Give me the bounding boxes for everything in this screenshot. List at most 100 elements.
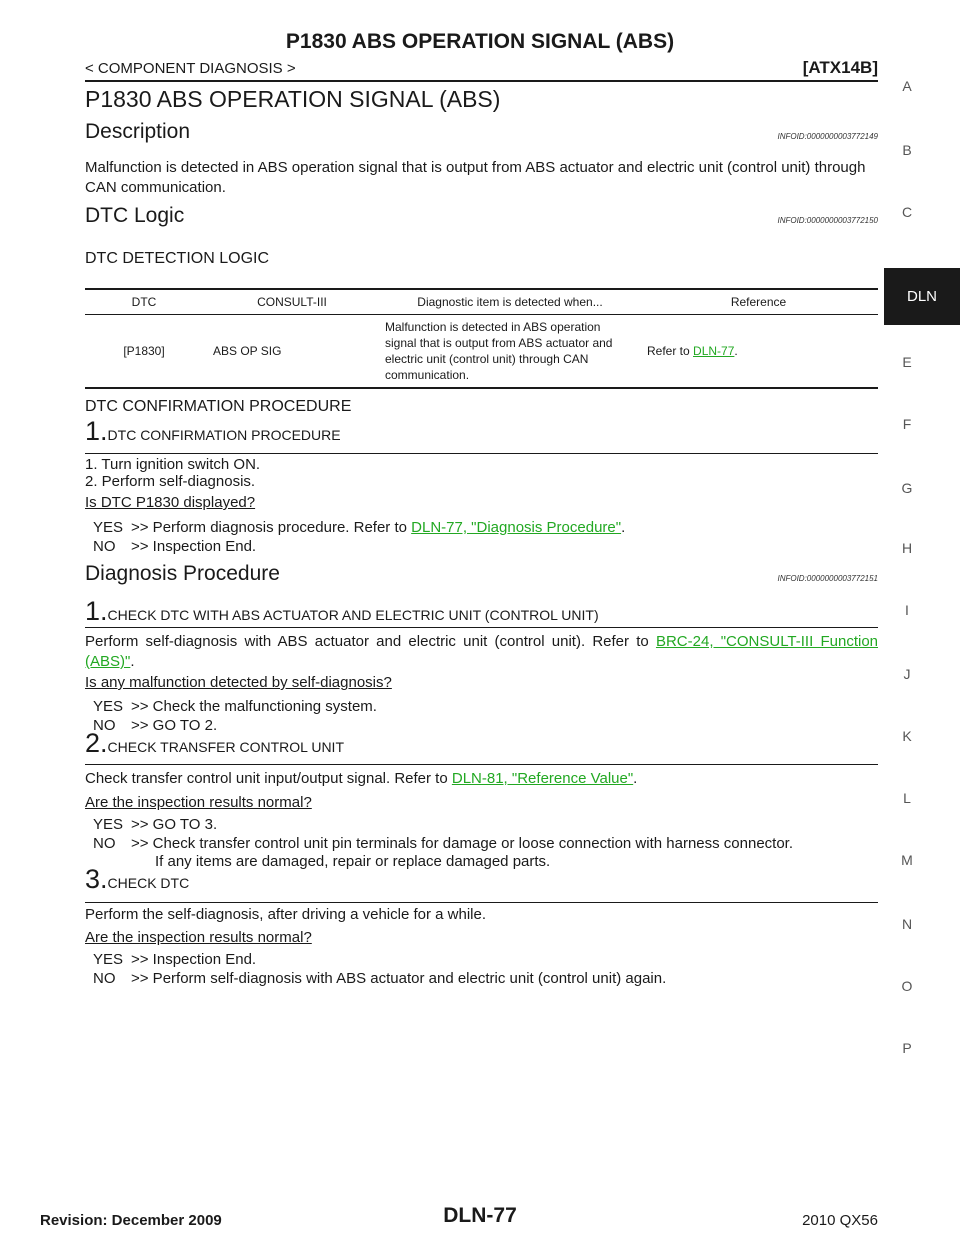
revision-date: Revision: December 2009 [40, 1212, 222, 1229]
section-tab-l[interactable]: L [903, 790, 911, 806]
yes-text: >> GO TO 3. [131, 816, 218, 833]
description-heading-row: Description INFOID:0000000003772149 [85, 120, 878, 144]
reference-prefix: Refer to [647, 344, 694, 358]
dtc-table-header: DTC [85, 288, 203, 315]
section-tab-n[interactable]: N [901, 916, 913, 932]
diagnosis-step-1-no: NO >> GO TO 2. [93, 716, 217, 735]
description-heading: Description [85, 120, 191, 143]
reference-value-link[interactable]: DLN-81, "Reference Value" [451, 770, 634, 787]
section-tab-a[interactable]: A [902, 78, 912, 94]
description-infoid: INFOID:0000000003772149 [777, 132, 878, 141]
consult-function-link[interactable]: BRC-24, "CONSULT-III Function (ABS)" [85, 633, 879, 670]
dtc-detection-heading: DTC DETECTION LOGIC [85, 250, 270, 267]
yes-text: >> Inspection End. [131, 951, 257, 968]
reference-suffix: . [734, 344, 738, 358]
confirmation-step-1-heading: 1.DTC CONFIRMATION PROCEDURE [85, 416, 341, 447]
step-rule [85, 902, 878, 903]
step-1-suffix: . [130, 653, 135, 670]
dtc-table-header: Diagnostic item is detected when... [381, 288, 639, 315]
section-tab-f[interactable]: F [902, 416, 912, 432]
step-title: CHECK TRANSFER CONTROL UNIT [107, 739, 344, 755]
diagnosis-step-3-question: Are the inspection results normal? [85, 929, 312, 946]
no-key: NO [93, 835, 116, 852]
dtc-table-header: CONSULT-III [203, 288, 381, 315]
running-title: P1830 ABS OPERATION SIGNAL (ABS) [285, 30, 675, 53]
dtc-code-cell: [P1830] [85, 314, 203, 389]
section-tab-o[interactable]: O [901, 978, 913, 994]
confirmation-no-answer: NO >> Inspection End. [93, 537, 256, 556]
dtc-logic-heading-row: DTC Logic INFOID:0000000003772150 [85, 204, 878, 228]
diagnosis-step-2-yes: YES >> GO TO 3. [93, 815, 217, 834]
detection-condition-cell: Malfunction is detected in ABS operation… [381, 314, 639, 389]
step-title: CHECK DTC [107, 875, 190, 891]
yes-key: YES [93, 816, 124, 833]
no-text: >> Check transfer control unit pin termi… [131, 835, 794, 852]
section-tab-k[interactable]: K [902, 728, 912, 744]
no-text: >> Perform self-diagnosis with ABS actua… [131, 970, 667, 987]
dtc-table-header-row: DTC CONSULT-III Diagnostic item is detec… [85, 288, 878, 315]
page-number: DLN-77 [443, 1204, 517, 1227]
yes-text: >> Perform diagnosis procedure. Refer to [131, 519, 412, 536]
dtc-confirmation-heading: DTC CONFIRMATION PROCEDURE [85, 398, 352, 415]
diagnosis-step-2-heading: 2.CHECK TRANSFER CONTROL UNIT [85, 728, 344, 759]
section-tab-j[interactable]: J [903, 666, 911, 682]
diagnosis-step-2-text: Check transfer control unit input/output… [85, 769, 878, 789]
dtc-table-header: Reference [639, 288, 878, 315]
yes-key: YES [93, 698, 124, 715]
confirmation-question: Is DTC P1830 displayed? [85, 494, 256, 511]
diagnosis-step-1-heading: 1.CHECK DTC WITH ABS ACTUATOR AND ELECTR… [85, 596, 599, 627]
diagnosis-heading-row: Diagnosis Procedure INFOID:0000000003772… [85, 562, 878, 586]
step-number: 2. [85, 728, 108, 758]
confirmation-yes-answer: YES >> Perform diagnosis procedure. Refer… [93, 518, 625, 537]
diagnosis-step-3-yes: YES >> Inspection End. [93, 950, 256, 969]
no-text: >> GO TO 2. [131, 717, 218, 734]
dtc-logic-infoid: INFOID:0000000003772150 [777, 216, 878, 225]
yes-text: >> Check the malfunctioning system. [131, 698, 377, 715]
step-rule [85, 453, 878, 454]
step-rule [85, 627, 878, 628]
no-text: >> Inspection End. [131, 538, 257, 555]
step-2-suffix: . [633, 770, 638, 787]
section-code: [ATX14B] [802, 58, 878, 77]
step-rule [85, 764, 878, 765]
section-tab-b[interactable]: B [902, 142, 912, 158]
diagnosis-step-2-question: Are the inspection results normal? [85, 794, 312, 811]
header-rule [85, 80, 878, 82]
step-title: CHECK DTC WITH ABS ACTUATOR AND ELECTRIC… [107, 607, 599, 623]
step-number: 1. [85, 596, 108, 626]
diagnosis-step-1-yes: YES >> Check the malfunctioning system. [93, 697, 377, 716]
active-section-label: DLN [906, 288, 937, 305]
section-tab-c[interactable]: C [901, 204, 913, 220]
section-tab-i[interactable]: I [905, 602, 909, 618]
section-tab-m[interactable]: M [901, 852, 913, 868]
section-tab-h[interactable]: H [901, 540, 913, 556]
yes-suffix: . [621, 519, 626, 536]
section-tab-g[interactable]: G [901, 480, 913, 496]
reference-cell: Refer to DLN-77. [639, 314, 878, 389]
breadcrumb: < COMPONENT DIAGNOSIS > [85, 60, 296, 77]
diagnosis-procedure-link[interactable]: DLN-77, "Diagnosis Procedure" [411, 519, 622, 536]
diagnosis-step-3-text: Perform the self-diagnosis, after drivin… [85, 906, 487, 923]
section-tab-e[interactable]: E [902, 354, 912, 370]
no-key: NO [93, 538, 116, 555]
dtc-table: DTC CONSULT-III Diagnostic item is detec… [85, 288, 878, 389]
description-text: Malfunction is detected in ABS operation… [85, 159, 866, 196]
model-year: 2010 QX56 [802, 1212, 878, 1229]
yes-key: YES [93, 519, 124, 536]
consult-cell: ABS OP SIG [203, 314, 381, 389]
no-key: NO [93, 970, 116, 987]
diagnosis-step-1-question: Is any malfunction detected by self-diag… [85, 674, 392, 691]
section-tab-p[interactable]: P [902, 1040, 912, 1056]
page-title: P1830 ABS OPERATION SIGNAL (ABS) [85, 86, 501, 112]
diagnosis-step-2-no: NO >> Check transfer control unit pin ter… [93, 834, 793, 853]
diagnosis-step-2-no-continued: If any items are damaged, repair or repl… [155, 853, 551, 870]
diagnosis-step-1-text: Perform self-diagnosis with ABS actuator… [85, 632, 878, 672]
diagnosis-step-3-no: NO >> Perform self-diagnosis with ABS act… [93, 969, 666, 988]
yes-key: YES [93, 951, 124, 968]
no-key: NO [93, 717, 116, 734]
reference-link[interactable]: DLN-77 [693, 344, 735, 358]
active-section-tab[interactable]: DLN [884, 268, 960, 325]
diagnosis-heading: Diagnosis Procedure [85, 562, 280, 585]
step-2-text: Check transfer control unit input/output… [85, 770, 452, 787]
confirmation-step-1-line-2: 2. Perform self-diagnosis. [85, 473, 256, 490]
